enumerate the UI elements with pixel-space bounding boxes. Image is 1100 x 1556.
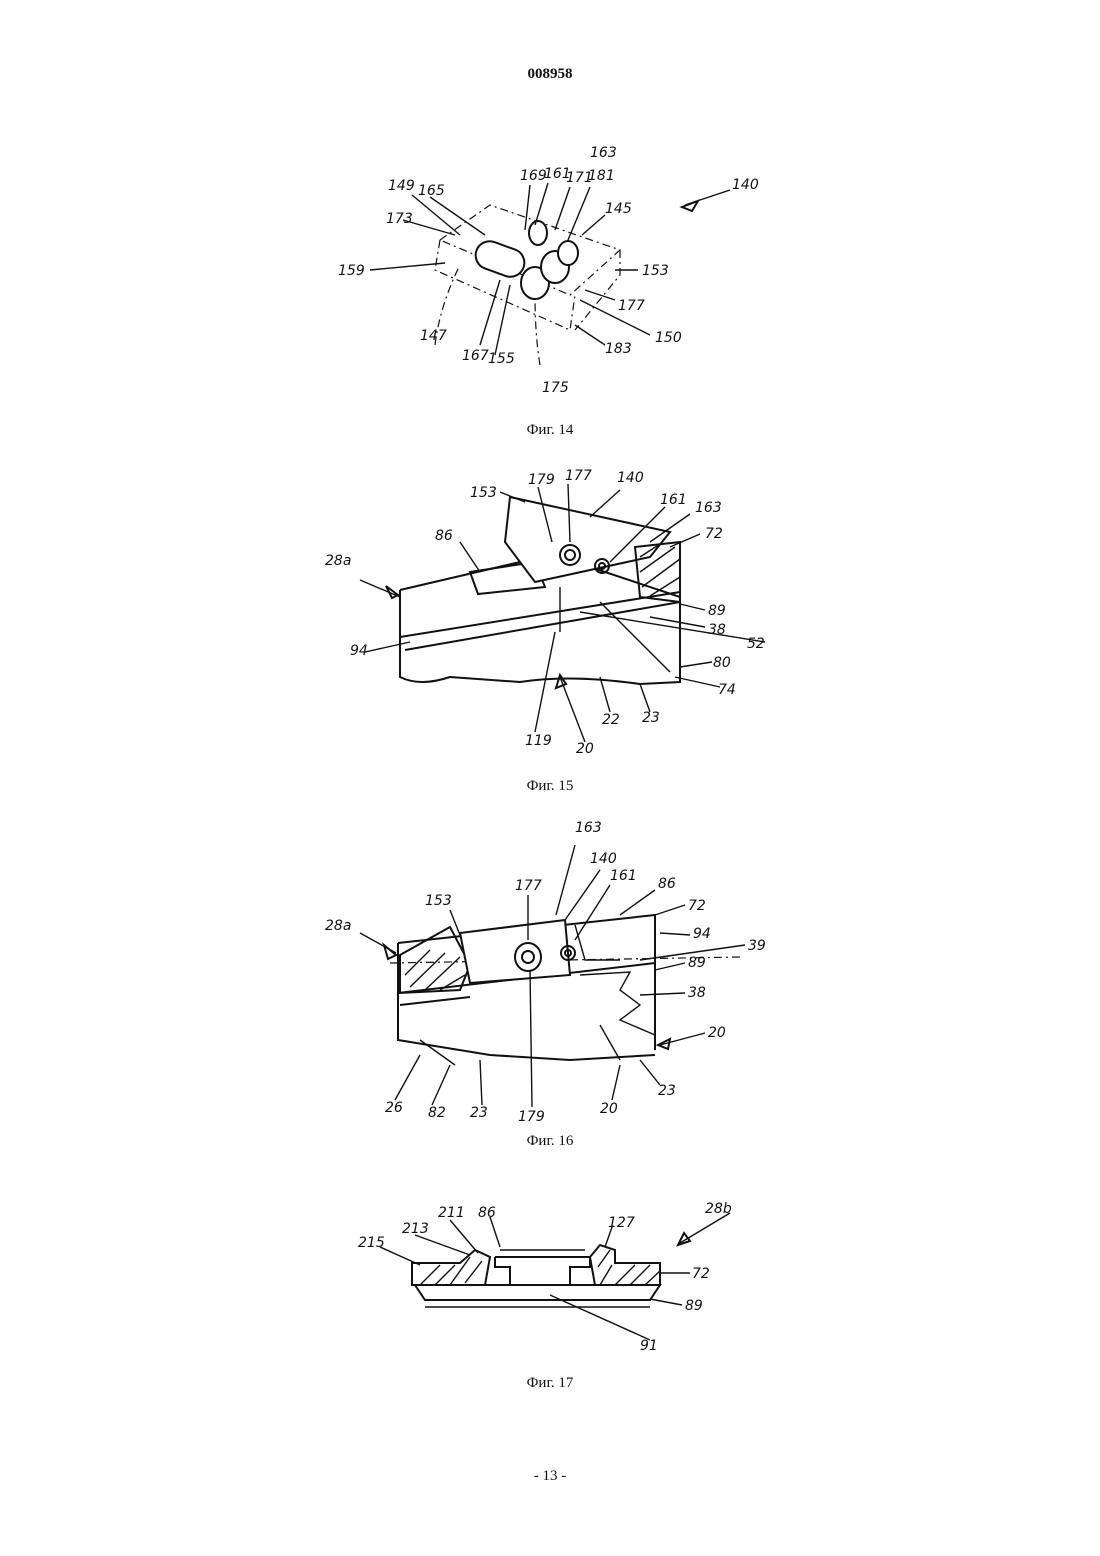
- ref-183: 183: [605, 341, 632, 357]
- ref-26: 26: [385, 1100, 403, 1116]
- ref-215: 215: [358, 1235, 385, 1251]
- figure-17-drawing: 211 86 213 215 127 28b 72 89 91: [350, 1195, 770, 1360]
- ref-140: 140: [617, 470, 644, 486]
- ref-38: 38: [708, 622, 726, 638]
- ref-213: 213: [402, 1221, 429, 1237]
- ref-89: 89: [685, 1298, 703, 1314]
- ref-163: 163: [590, 145, 617, 161]
- ref-140: 140: [590, 851, 617, 867]
- figure-16-drawing: 163 140 177 161 86 153 72 28a 94 39 89 3…: [320, 815, 790, 1133]
- ref-20: 20: [600, 1101, 618, 1117]
- ref-23: 23: [470, 1105, 488, 1121]
- ref-179: 179: [518, 1109, 545, 1125]
- ref-169: 169: [520, 168, 547, 184]
- ref-94: 94: [693, 926, 711, 942]
- ref-145: 145: [605, 201, 632, 217]
- figure-17-caption: Фиг. 17: [0, 1375, 1100, 1392]
- figure-14-caption: Фиг. 14: [0, 422, 1100, 439]
- ref-181: 181: [588, 168, 615, 184]
- ref-163: 163: [695, 500, 722, 516]
- ref-163: 163: [575, 820, 602, 836]
- ref-159: 159: [338, 263, 365, 279]
- ref-89: 89: [688, 955, 706, 971]
- ref-153: 153: [642, 263, 669, 279]
- ref-149: 149: [388, 178, 415, 194]
- ref-140: 140: [732, 177, 759, 193]
- ref-175: 175: [542, 380, 569, 396]
- ref-153: 153: [470, 485, 497, 501]
- ref-177: 177: [618, 298, 645, 314]
- figure-15-caption: Фиг. 15: [0, 778, 1100, 795]
- ref-173: 173: [386, 211, 413, 227]
- ref-94: 94: [350, 643, 368, 659]
- ref-86: 86: [435, 528, 453, 544]
- ref-177: 177: [515, 878, 542, 894]
- ref-167: 167: [462, 348, 489, 364]
- ref-165: 165: [418, 183, 445, 199]
- figure-15-drawing: 179 177 140 153 161 163 72 86 28a 89 38 …: [320, 462, 790, 762]
- ref-28a: 28a: [325, 918, 351, 934]
- ref-72: 72: [705, 526, 723, 542]
- ref-82: 82: [428, 1105, 446, 1121]
- ref-23: 23: [658, 1083, 676, 1099]
- ref-89: 89: [708, 603, 726, 619]
- ref-161: 161: [610, 868, 637, 884]
- ref-179: 179: [528, 472, 555, 488]
- ref-155: 155: [488, 351, 515, 367]
- ref-28b: 28b: [705, 1201, 732, 1217]
- ref-80: 80: [713, 655, 731, 671]
- ref-211: 211: [438, 1205, 465, 1221]
- ref-74: 74: [718, 682, 736, 698]
- ref-20: 20: [708, 1025, 726, 1041]
- ref-20: 20: [576, 741, 594, 757]
- ref-28a: 28a: [325, 553, 351, 569]
- figure-16-caption: Фиг. 16: [0, 1133, 1100, 1150]
- ref-147: 147: [420, 328, 447, 344]
- page-footer: - 13 -: [0, 1468, 1100, 1485]
- patent-number: 008958: [0, 66, 1100, 83]
- ref-127: 127: [608, 1215, 635, 1231]
- ref-119: 119: [525, 733, 552, 749]
- ref-86: 86: [658, 876, 676, 892]
- ref-52: 52: [747, 636, 765, 652]
- figure-14-drawing: 140 163 169 161 171 181 149 165 173 145 …: [320, 135, 800, 405]
- ref-38: 38: [688, 985, 706, 1001]
- ref-72: 72: [688, 898, 706, 914]
- ref-86: 86: [478, 1205, 496, 1221]
- ref-23: 23: [642, 710, 660, 726]
- ref-161: 161: [660, 492, 687, 508]
- ref-72: 72: [692, 1266, 710, 1282]
- ref-39: 39: [748, 938, 766, 954]
- ref-91: 91: [640, 1338, 658, 1354]
- ref-22: 22: [602, 712, 620, 728]
- ref-153: 153: [425, 893, 452, 909]
- ref-150: 150: [655, 330, 682, 346]
- ref-177: 177: [565, 468, 592, 484]
